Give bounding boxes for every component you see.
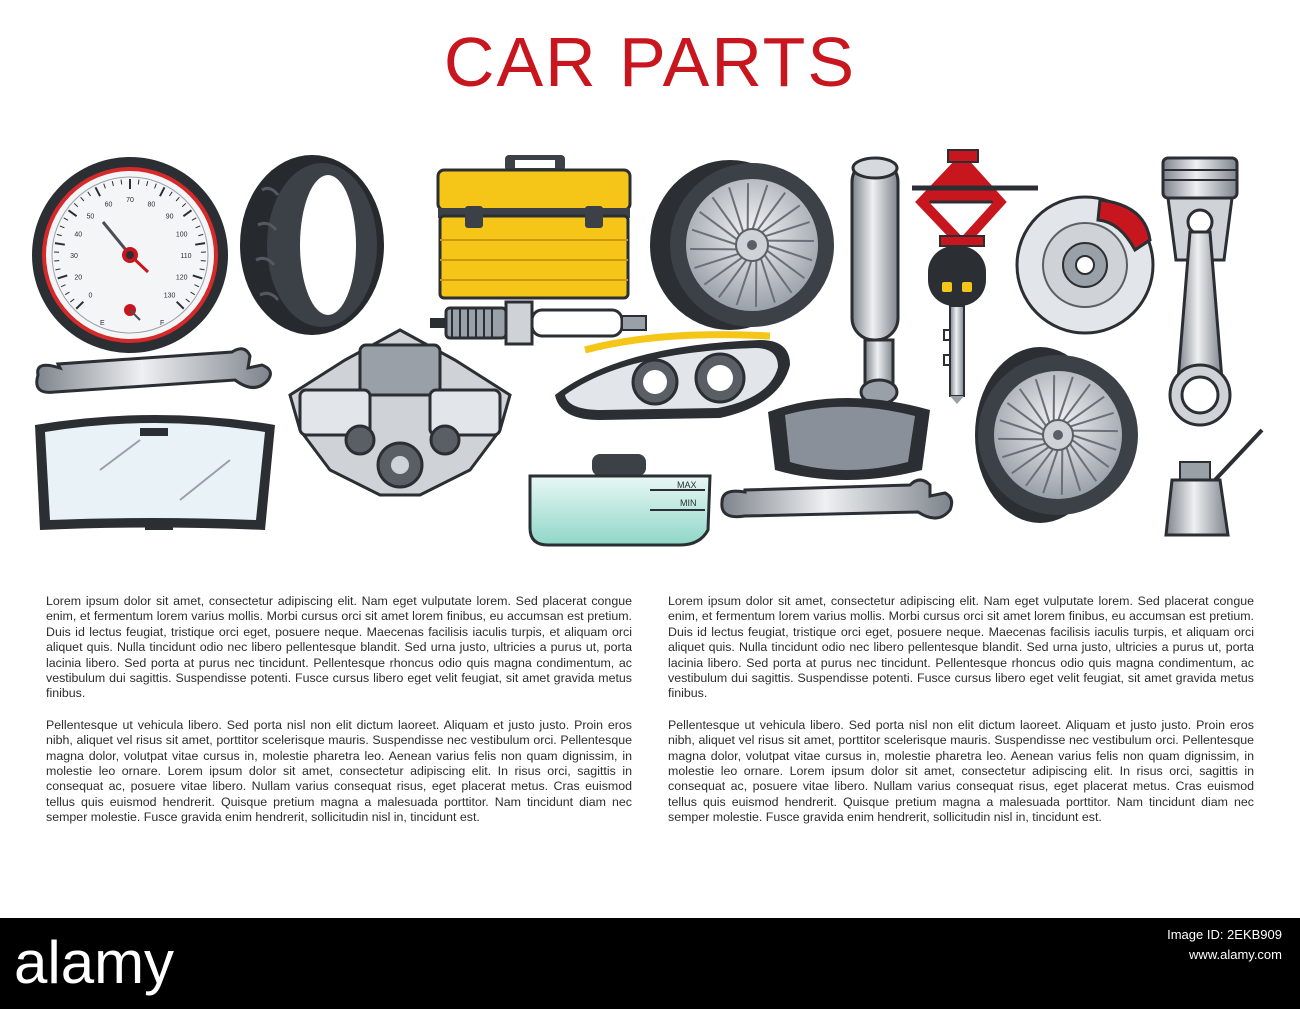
paragraph: Pellentesque ut vehicula libero. Sed por… (668, 717, 1254, 825)
car-key-icon (928, 246, 986, 404)
engine-icon (288, 328, 512, 497)
muffler-icon (850, 156, 900, 406)
paragraph: Lorem ipsum dolor sit amet, consectetur … (668, 594, 1254, 701)
speedometer-tick-label: 100 (176, 232, 188, 239)
toolbox-icon (436, 155, 632, 300)
coolant-tank-icon: MAX MIN (528, 454, 712, 547)
speedometer-tick-label: 0 (88, 293, 92, 300)
page-title: CAR PARTS (443, 23, 857, 101)
piston-icon (1161, 156, 1239, 427)
speedometer-ticks (54, 179, 206, 310)
wheel-spokes (998, 375, 1118, 495)
speedometer-tick-label: 90 (166, 213, 174, 220)
speedometer-tick-label: 50 (87, 213, 95, 220)
brake-disc-icon (1015, 195, 1155, 335)
stock-banner: alamy Image ID: 2EKB909 www.alamy.com (0, 918, 1300, 1009)
speedometer-tick-label: 80 (148, 201, 156, 208)
spark-plug-icon (430, 300, 647, 346)
paragraph: Lorem ipsum dolor sit amet, consectetur … (46, 594, 632, 701)
fuel-gauge-label: E (100, 320, 105, 327)
car-jack-icon (912, 149, 1038, 252)
brake-pad-icon (768, 397, 930, 480)
speedometer-tick-label: 70 (126, 197, 134, 204)
coolant-min-label: MIN (680, 498, 697, 508)
alloy-wheel-icon (650, 160, 834, 330)
speedometer-tick-label: 60 (105, 201, 113, 208)
speedometer-tick-label: 120 (176, 274, 188, 281)
paragraph: Pellentesque ut vehicula libero. Sed por… (46, 717, 632, 825)
speedometer-tick-label: 40 (74, 232, 82, 239)
fuel-gauge-label: F (160, 320, 164, 327)
wrench-icon-2 (720, 478, 954, 520)
tire-icon (240, 155, 384, 335)
speedometer-tick-label: 130 (164, 293, 176, 300)
speedometer-tick-label: 30 (70, 253, 78, 260)
text-column-left: Lorem ipsum dolor sit amet, consectetur … (46, 594, 632, 842)
headlight-icon (555, 331, 790, 420)
site-url: www.alamy.com (1189, 947, 1282, 962)
text-column-right: Lorem ipsum dolor sit amet, consectetur … (668, 594, 1254, 842)
alloy-wheel-icon-2 (975, 347, 1138, 523)
wrench-icon (35, 347, 272, 394)
coolant-max-label: MAX (677, 480, 697, 490)
speedometer-tick-label: 110 (180, 253, 191, 260)
image-id-text: Image ID: 2EKB909 (1167, 927, 1282, 942)
windshield-icon (35, 415, 275, 530)
svg-text:alamy: alamy (14, 929, 174, 996)
oil-can-icon (1164, 428, 1264, 537)
wheel-spokes (690, 183, 814, 307)
speedometer-tick-label: 20 (74, 274, 82, 281)
alamy-logo: alamy (14, 929, 174, 996)
image-id: Image ID: 2EKB909 www.alamy.com (1167, 925, 1282, 965)
